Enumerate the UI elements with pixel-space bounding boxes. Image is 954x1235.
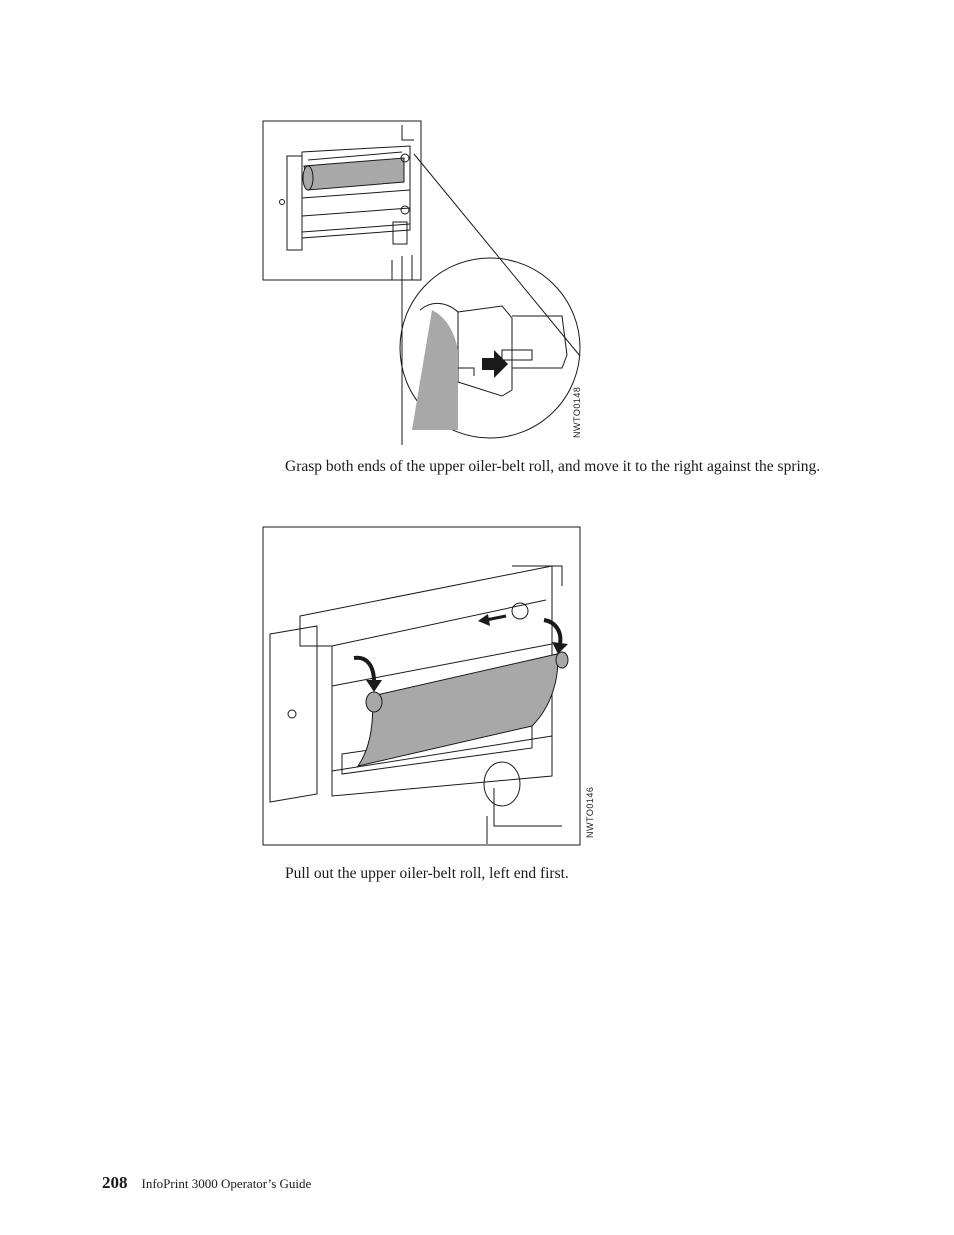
step-instruction-move-roll: Grasp both ends of the upper oiler-belt … (285, 458, 821, 475)
figure-code-label: NWTO0148 (572, 386, 582, 438)
step-instruction-pull-out-roll: Pull out the upper oiler-belt roll, left… (285, 865, 569, 882)
page-number: 208 (102, 1173, 128, 1192)
figure-oiler-roll-remove (262, 526, 582, 848)
document-title: InfoPrint 3000 Operator’s Guide (141, 1176, 312, 1191)
page-footer: 208 InfoPrint 3000 Operator’s Guide (102, 1173, 311, 1193)
figure-code-label: NWTO0146 (585, 786, 595, 838)
illustration-roll-move-right (262, 120, 581, 445)
illustration-roll-pull-out (262, 526, 581, 846)
figure-oiler-roll-spring (262, 120, 592, 445)
